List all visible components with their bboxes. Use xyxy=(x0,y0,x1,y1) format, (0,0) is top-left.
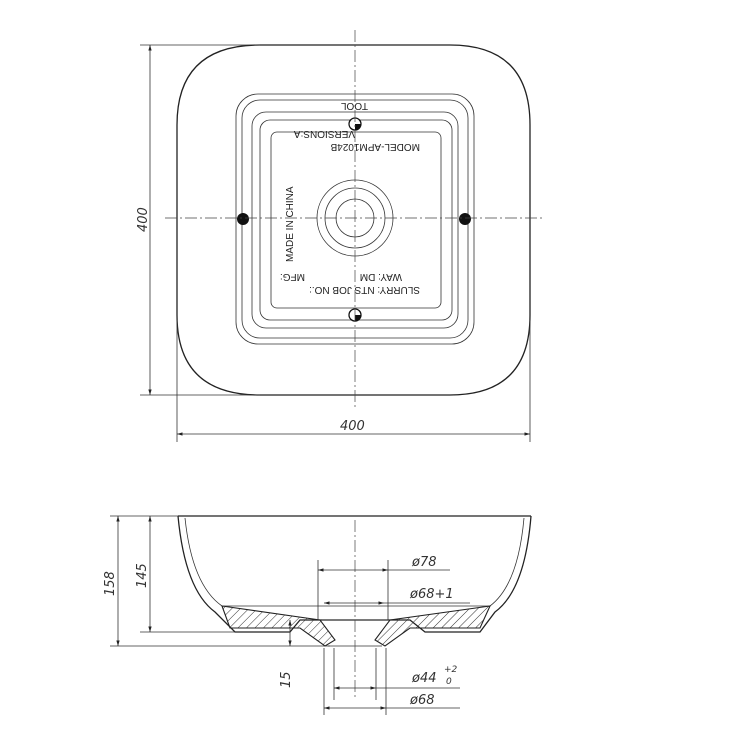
basin-outline xyxy=(176,44,531,396)
label-made-in: MADE IN CHINA xyxy=(285,186,296,262)
label-way: WAY: DM xyxy=(360,271,402,282)
label-tool: TOOL xyxy=(341,100,368,111)
label-slurry: SLURRY: NTS JOB NO.: xyxy=(309,284,420,295)
dim-d78: ø78 xyxy=(411,555,437,570)
dim-height-400: 400 xyxy=(136,207,151,232)
label-model: MODEL-APM1024B xyxy=(330,141,420,152)
top-view: WAY: DM SLURRY: NTS JOB NO.: MFG: MODEL-… xyxy=(136,30,545,442)
dim-d44: ø44 xyxy=(411,671,437,686)
side-view: 158 145 15 ø78 ø68+1 ø44 +2 0 ø68 xyxy=(103,515,532,715)
dim-15: 15 xyxy=(279,671,294,688)
mount-hole-left xyxy=(237,213,249,225)
dim-d44-tol-upper: +2 xyxy=(444,665,458,675)
dim-145: 145 xyxy=(135,563,150,588)
label-mfg: MFG: xyxy=(280,271,305,282)
dim-d68-1: ø68+1 xyxy=(409,587,454,602)
dim-width-400: 400 xyxy=(340,419,365,434)
label-version: VERSIONS:A xyxy=(294,128,355,139)
dim-d68: ø68 xyxy=(409,693,435,708)
dim-d44-tol-lower: 0 xyxy=(446,677,452,687)
dim-158: 158 xyxy=(103,571,118,596)
mount-hole-right xyxy=(459,213,471,225)
base-section-right xyxy=(374,605,491,647)
